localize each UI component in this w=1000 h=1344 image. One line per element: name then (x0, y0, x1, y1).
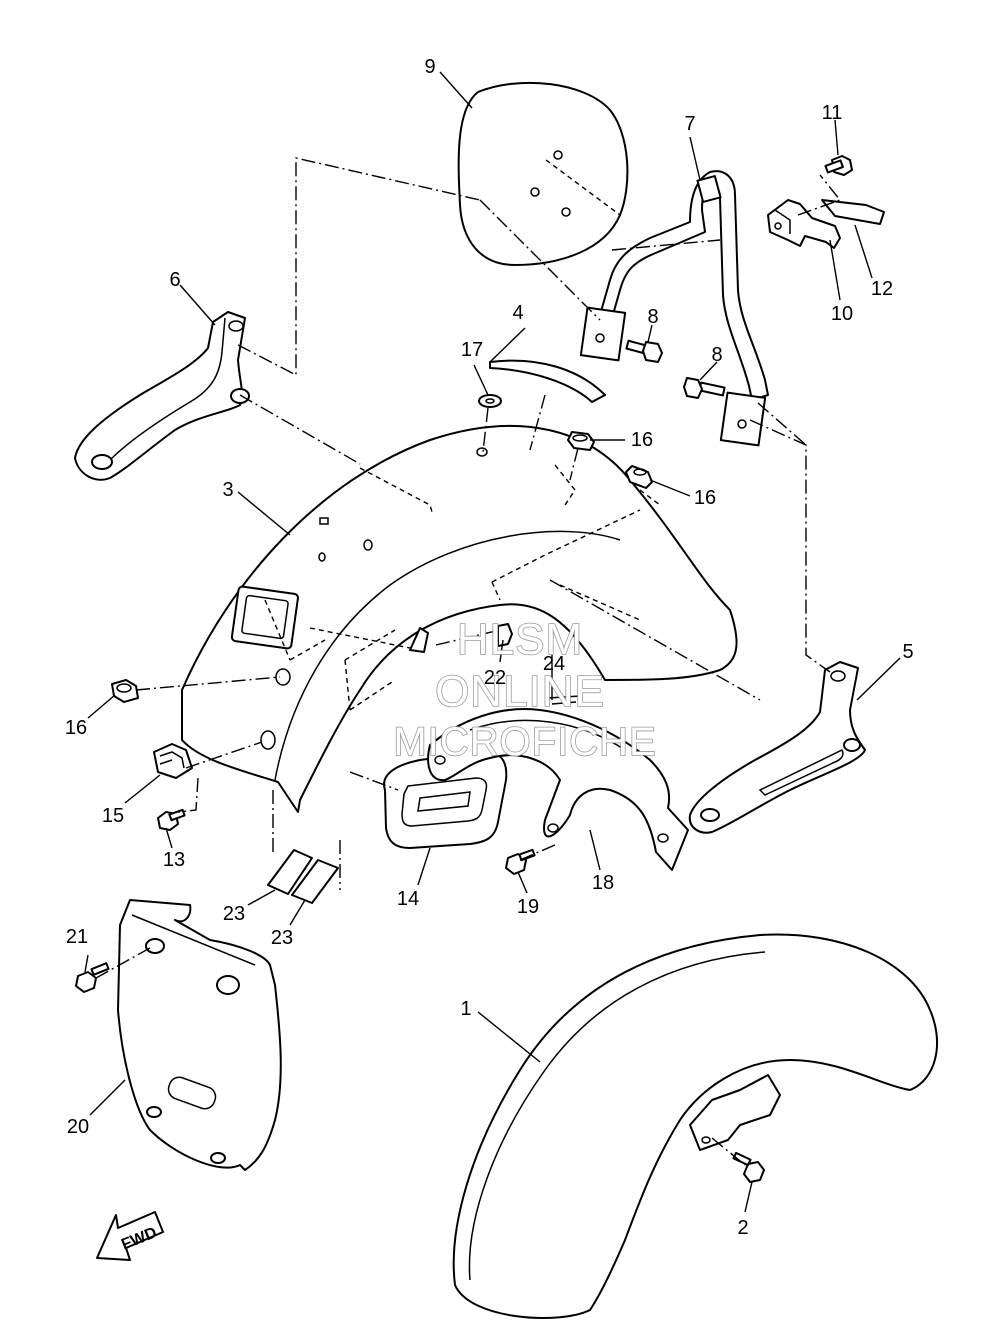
callout-16-mid: 16 (694, 487, 716, 509)
callout-23-left: 23 (223, 903, 245, 925)
pad-23a (267, 849, 313, 895)
callout-4: 4 (512, 302, 523, 324)
watermark-line-3: MICROFICHE (393, 720, 656, 764)
rear-fender (181, 424, 738, 813)
fender-stay-left (74, 311, 250, 481)
callout-5: 5 (902, 641, 913, 663)
fender-stay-right (688, 661, 866, 834)
washer-17 (478, 394, 502, 408)
grommet-15 (153, 743, 193, 779)
grommet-16-mid (625, 465, 653, 489)
clip-24 (547, 695, 581, 705)
inner-guard-18 (427, 708, 689, 871)
callout-15: 15 (102, 805, 124, 827)
bolt-11 (824, 155, 853, 176)
side-cover-20 (117, 899, 282, 1171)
callout-9: 9 (424, 56, 435, 78)
callout-10: 10 (831, 303, 853, 325)
front-fender (452, 933, 938, 1319)
tag-12 (821, 199, 885, 225)
bolt-8-upper (625, 339, 663, 363)
assembly-lines (95, 157, 842, 1166)
callout-13: 13 (163, 849, 185, 871)
lens-14 (383, 750, 508, 849)
callout-1: 1 (460, 998, 471, 1020)
grommet-16-top (567, 431, 595, 451)
bolt-8-lower (683, 377, 726, 399)
hidden-edges (264, 464, 661, 711)
watermark: HLSM ONLINE MICROFICHE (393, 614, 657, 765)
callout-19: 19 (517, 896, 539, 918)
screw-2 (732, 1151, 765, 1183)
callout-11: 11 (822, 102, 843, 124)
trim-strip-4 (489, 359, 606, 403)
clip-22 (497, 623, 513, 647)
callout-18: 18 (592, 872, 614, 894)
screw-21 (75, 962, 110, 993)
callout-3: 3 (222, 479, 233, 501)
callout-7: 7 (684, 113, 695, 135)
callout-8-lower: 8 (711, 344, 722, 366)
callout-6: 6 (169, 269, 180, 291)
callout-14: 14 (397, 888, 419, 910)
callout-23-right: 23 (271, 927, 293, 949)
backrest-frame (579, 170, 769, 447)
callout-labels: 9 7 11 12 10 8 8 4 17 16 16 6 3 5 22 24 … (65, 56, 914, 1239)
callout-8-upper: 8 (647, 306, 658, 328)
latch-bracket (767, 199, 841, 249)
callout-2: 2 (737, 1217, 748, 1239)
callout-20: 20 (67, 1116, 89, 1138)
grommet-16-left (111, 679, 139, 703)
callout-17: 17 (461, 339, 483, 361)
screw-13 (157, 808, 186, 831)
watermark-line-1: HLSM (457, 615, 583, 664)
forward-direction-arrow: FWD (96, 1211, 164, 1261)
callout-22: 22 (484, 667, 506, 689)
callout-16-top: 16 (631, 429, 653, 451)
callout-24: 24 (543, 653, 565, 675)
screw-19 (505, 848, 536, 875)
callout-16-left: 16 (65, 717, 87, 739)
callout-21: 21 (66, 926, 88, 948)
backrest-pad (457, 81, 629, 266)
watermark-line-2: ONLINE (435, 667, 605, 716)
leader-lines (84, 71, 901, 1213)
callout-12: 12 (871, 278, 893, 300)
